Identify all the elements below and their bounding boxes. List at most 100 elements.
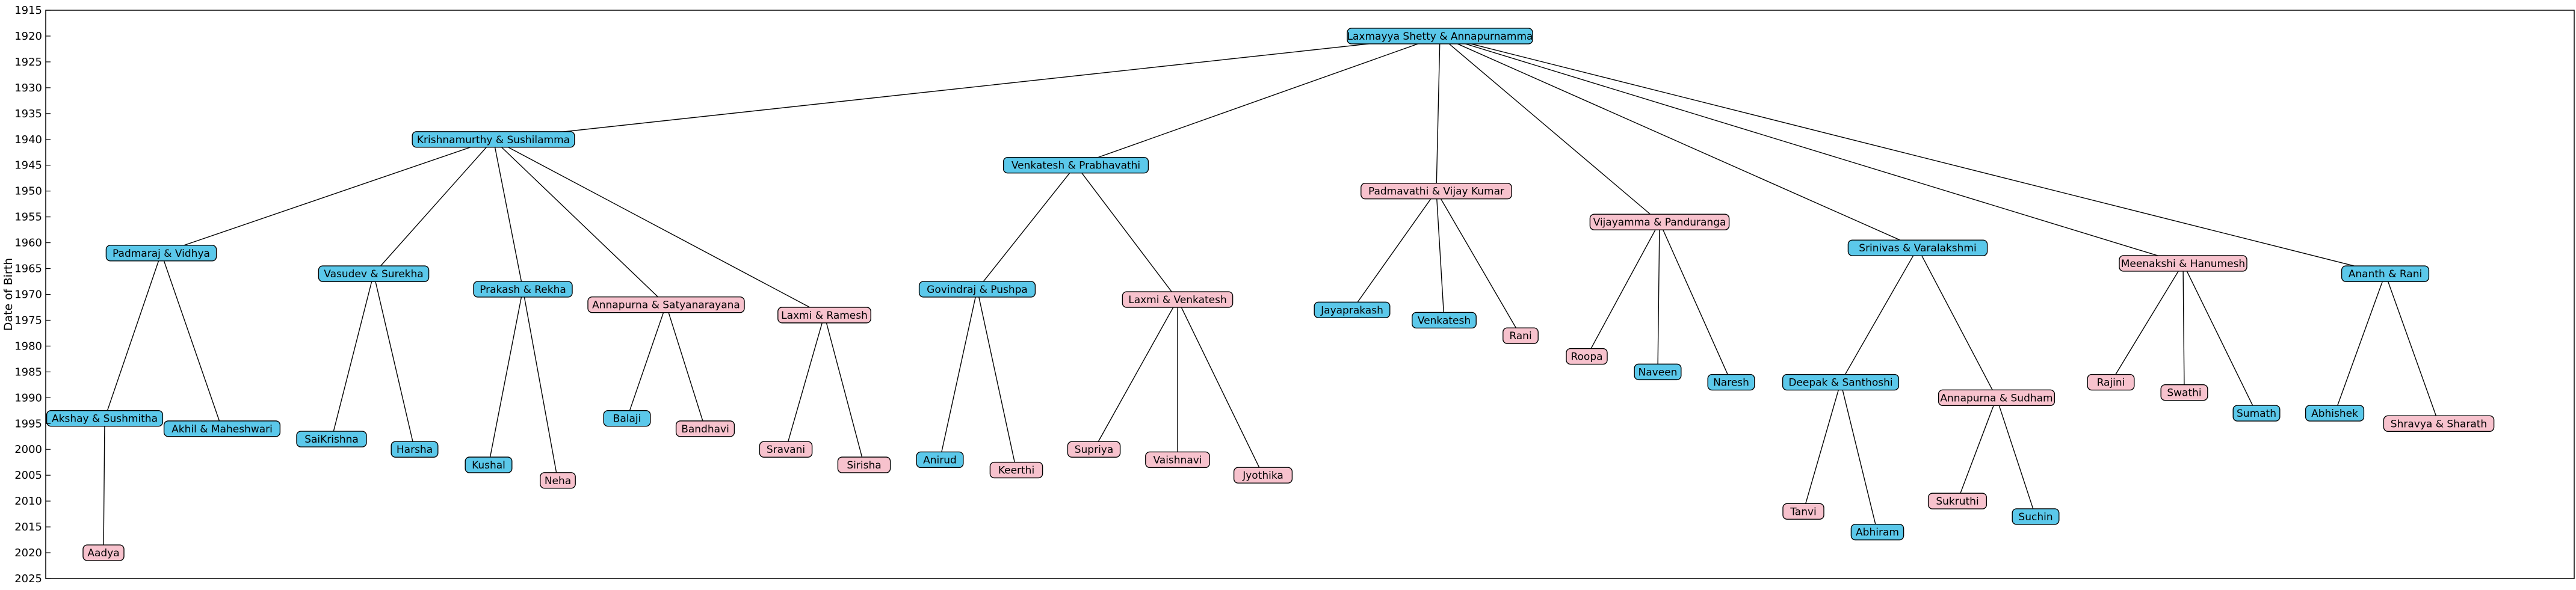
y-tick-label: 2005 xyxy=(14,469,42,482)
node-label: Vaishnavi xyxy=(1153,454,1202,466)
y-tick-label: 1945 xyxy=(14,159,42,172)
node-laxv: Laxmi & Venkatesh xyxy=(1122,291,1234,308)
node-label: Aadya xyxy=(87,547,119,559)
node-label: Sukruthi xyxy=(1936,496,1978,508)
edge-padm-akshay xyxy=(104,253,162,419)
node-anns: Annapurna & Satyanarayana xyxy=(587,296,745,313)
node-label: Deepak & Santhoshi xyxy=(1788,377,1892,389)
edge-padv-rani xyxy=(1436,191,1521,336)
edge-krish-prak xyxy=(493,139,524,290)
edge-padv-jayap xyxy=(1351,191,1437,310)
node-jyothika: Jyothika xyxy=(1233,467,1293,484)
node-label: Ananth & Rani xyxy=(2349,268,2422,280)
node-box xyxy=(82,544,125,561)
node-venk: Venkatesh & Prabhavathi xyxy=(1002,157,1149,174)
node-label: Bandhavi xyxy=(681,423,729,435)
edge-root-venk xyxy=(1075,35,1441,166)
node-rajini: Rajini xyxy=(2087,373,2135,391)
y-axis-label: Date of Birth xyxy=(2,258,15,331)
node-akshay: Akshay & Sushmitha xyxy=(46,410,164,427)
edge-venk-laxv xyxy=(1075,165,1178,300)
edge-root-krish xyxy=(493,35,1441,140)
node-label: Suchin xyxy=(2018,511,2052,523)
y-tick-label: 2000 xyxy=(14,443,42,456)
node-label: Roopa xyxy=(1571,351,1602,363)
node-box xyxy=(296,431,367,447)
node-anr: Ananth & Rani xyxy=(2341,265,2430,282)
y-tick-label: 1915 xyxy=(14,4,42,17)
edge-vasu-saik xyxy=(331,273,374,440)
edge-padm-akhil xyxy=(161,253,223,429)
node-box xyxy=(1233,467,1293,484)
edge-prak-kushal xyxy=(488,289,524,466)
node-label: Laxmi & Ramesh xyxy=(781,310,868,322)
node-kushal: Kushal xyxy=(465,456,513,473)
node-box xyxy=(105,245,217,262)
node-label: Akshay & Sushmitha xyxy=(52,413,158,425)
node-box xyxy=(837,456,891,473)
edge-anr-shravya xyxy=(2385,273,2439,424)
node-anirud: Anirud xyxy=(916,451,964,469)
node-box xyxy=(391,441,439,458)
edge-krish-vasu xyxy=(373,139,494,274)
node-label: Vijayamma & Panduranga xyxy=(1593,217,1726,229)
node-krish: Krishnamurthy & Sushilamma xyxy=(412,131,575,148)
node-label: Venkatesh & Prabhavathi xyxy=(1012,160,1140,172)
node-box xyxy=(1847,239,1988,256)
node-box xyxy=(1314,301,1391,318)
plot-frame xyxy=(45,10,2575,579)
node-box xyxy=(163,420,281,437)
node-box xyxy=(1566,348,1608,365)
node-box xyxy=(1002,157,1149,174)
node-vaishnavi: Vaishnavi xyxy=(1145,451,1210,469)
node-balaji: Balaji xyxy=(603,410,651,427)
node-label: Anirud xyxy=(923,454,957,466)
edge-vijp-naveen xyxy=(1657,222,1660,372)
node-harsha: Harsha xyxy=(391,441,439,458)
node-label: Swathi xyxy=(2167,387,2201,399)
node-padm: Padmaraj & Vidhya xyxy=(105,245,217,262)
node-box xyxy=(1503,327,1539,344)
node-label: Tanvi xyxy=(1790,506,1817,518)
edges-layer xyxy=(103,35,2439,553)
edge-govp-anirud xyxy=(939,289,978,460)
edge-krish-anns xyxy=(493,139,667,306)
edge-vijp-roopa xyxy=(1586,221,1660,357)
node-aadya: Aadya xyxy=(82,544,125,561)
node-label: Abhiram xyxy=(1856,527,1899,539)
edge-krish-padm xyxy=(161,139,494,254)
node-sukruthi: Sukruthi xyxy=(1927,493,1988,509)
node-box xyxy=(916,451,964,469)
node-bandh: Bandhavi xyxy=(675,420,735,437)
node-label: Jayaprakash xyxy=(1320,304,1383,316)
node-box xyxy=(1122,291,1234,308)
edge-deepak-tanvi xyxy=(1803,382,1841,512)
edge-root-anr xyxy=(1439,35,2386,274)
y-tick-label: 1960 xyxy=(14,237,42,250)
y-tick-label: 1970 xyxy=(14,289,42,301)
node-akhil: Akhil & Maheshwari xyxy=(163,420,281,437)
node-box xyxy=(603,410,651,427)
edge-laxv-supriya xyxy=(1093,299,1178,450)
node-label: Sravani xyxy=(767,444,805,456)
node-label: Akhil & Maheshwari xyxy=(171,423,273,435)
y-tick-label: 1990 xyxy=(14,392,42,404)
y-tick-label: 2020 xyxy=(14,547,42,559)
y-tick-label: 1980 xyxy=(14,340,42,352)
node-label: Venkatesh xyxy=(1418,315,1471,327)
edge-prak-neha xyxy=(522,289,558,481)
node-label: Naveen xyxy=(1639,366,1678,378)
y-tick-label: 1935 xyxy=(14,108,42,120)
edge-sriv-annsu xyxy=(1917,247,1997,398)
edge-deepak-abhiram xyxy=(1840,382,1878,532)
node-neha: Neha xyxy=(540,472,576,489)
node-box xyxy=(473,281,573,298)
node-label: Jyothika xyxy=(1242,470,1283,482)
node-label: Padmaraj & Vidhya xyxy=(113,248,210,260)
node-box xyxy=(918,281,1036,298)
node-box xyxy=(1361,182,1512,200)
node-abhiram: Abhiram xyxy=(1850,523,1904,541)
node-box xyxy=(2160,384,2208,401)
node-label: Vasudev & Surekha xyxy=(324,268,423,280)
node-sumath: Sumath xyxy=(2232,405,2281,422)
